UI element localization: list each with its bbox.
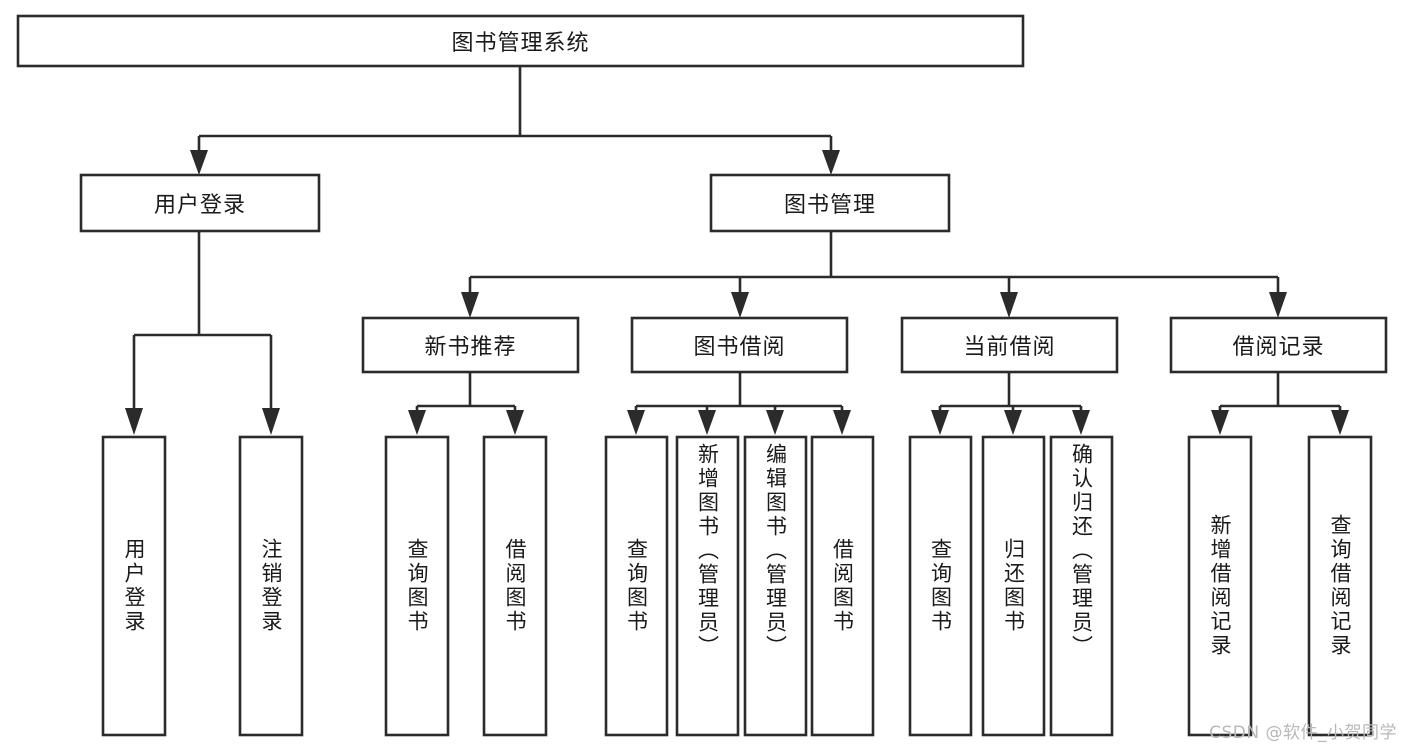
node-box-new-book-recommend[interactable]	[361, 316, 580, 374]
node-box-leaf-add-book[interactable]	[675, 435, 740, 737]
arrow-head-leaf-borrow-book-1	[506, 410, 524, 435]
connector-current-borrow-to-leaves	[931, 372, 1090, 435]
node-box-user-login[interactable]	[79, 173, 321, 233]
arrow-head-new-book-recommend	[461, 292, 479, 318]
arrow-head-leaf-add-book	[698, 410, 716, 435]
node-box-leaf-logout[interactable]	[238, 435, 304, 737]
connector-user-login-to-leaves	[125, 231, 280, 435]
node-box-leaf-query-book-2[interactable]	[604, 435, 669, 737]
node-box-leaf-edit-book[interactable]	[743, 435, 808, 737]
node-box-leaf-borrow-book-1[interactable]	[482, 435, 548, 737]
arrow-head-leaf-edit-book	[766, 410, 784, 435]
arrow-head-leaf-user-login	[125, 408, 143, 435]
node-box-leaf-confirm-return[interactable]	[1049, 435, 1114, 737]
arrow-head-leaf-confirm-return	[1072, 410, 1090, 435]
arrow-head-leaf-borrow-book-2	[833, 410, 851, 435]
arrow-head-user-login	[190, 150, 208, 175]
node-box-leaf-query-book-1[interactable]	[384, 435, 450, 737]
node-box-leaf-query-record[interactable]	[1307, 435, 1373, 737]
node-box-current-borrow[interactable]	[900, 316, 1119, 374]
arrow-head-leaf-query-book-1	[408, 410, 426, 435]
arrow-head-leaf-query-book-2	[627, 410, 645, 435]
node-box-leaf-return-book[interactable]	[981, 435, 1046, 737]
arrow-head-book-borrow	[731, 292, 749, 318]
connector-root-to-level2	[190, 66, 840, 175]
node-box-borrow-record[interactable]	[1169, 316, 1388, 374]
arrow-head-current-borrow	[1000, 292, 1018, 318]
arrow-head-leaf-query-record	[1331, 410, 1349, 435]
node-box-book-borrow[interactable]	[630, 316, 849, 374]
node-box-leaf-query-book-3[interactable]	[908, 435, 973, 737]
arrow-head-leaf-return-book	[1004, 410, 1022, 435]
arrow-head-borrow-record	[1269, 292, 1287, 318]
connector-new-book-recommend-to-leaves	[408, 372, 524, 435]
node-box-leaf-borrow-book-2[interactable]	[810, 435, 875, 737]
arrow-head-leaf-logout	[262, 408, 280, 435]
node-box-leaf-add-record[interactable]	[1187, 435, 1253, 737]
arrow-head-book-manage	[822, 150, 840, 175]
arrow-head-leaf-query-book-3	[931, 410, 949, 435]
node-box-leaf-user-login[interactable]	[101, 435, 167, 737]
arrow-head-leaf-add-record	[1211, 410, 1229, 435]
connector-borrow-record-to-leaves	[1211, 372, 1349, 435]
node-box-root[interactable]	[16, 14, 1025, 68]
connector-book-borrow-to-leaves	[627, 372, 851, 435]
node-box-book-manage[interactable]	[709, 173, 951, 233]
connector-book-manage-to-level3	[461, 231, 1287, 318]
